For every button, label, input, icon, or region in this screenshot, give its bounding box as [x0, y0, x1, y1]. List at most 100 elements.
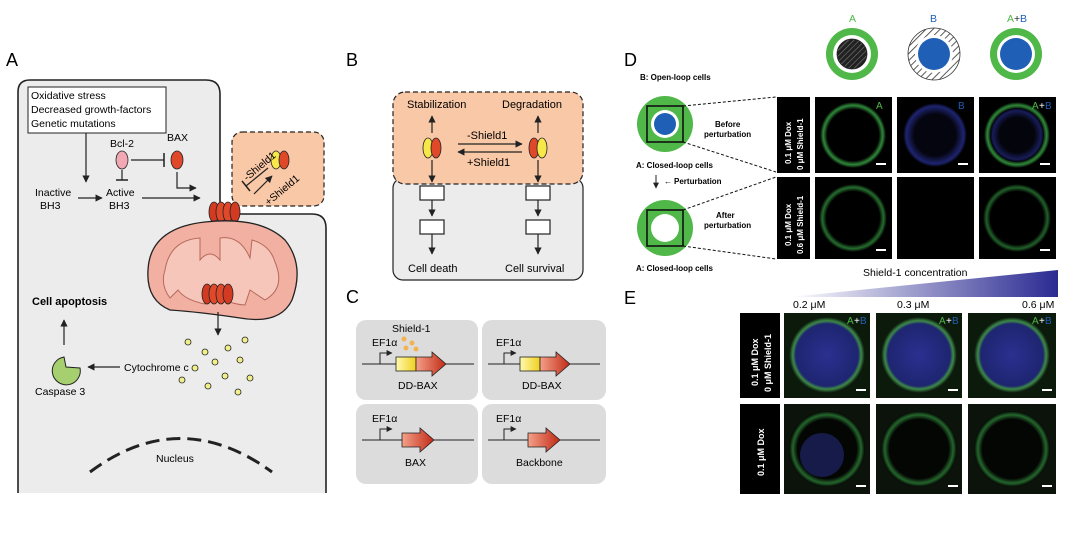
b-degradation: Degradation: [502, 99, 562, 111]
e-row1-shield: 0 μM Shield-1: [763, 334, 773, 392]
cytochrome-dots: [178, 336, 254, 396]
c-bax: BAX: [405, 457, 426, 469]
d-header-b-label: B: [930, 13, 937, 25]
d-img-r2-ab: [979, 177, 1056, 259]
d-header-ab-a: A: [1007, 13, 1014, 25]
d-img-r1-ab-plus: +: [1039, 101, 1045, 112]
stress-box: Oxidative stress Decreased growth-factor…: [27, 86, 167, 134]
nucleus-membrane: [89, 437, 273, 474]
stress-line-3: Genetic mutations: [31, 118, 116, 130]
e-img-r1-c2-plus: +: [946, 316, 952, 327]
d-img-r1-a-tag: A: [876, 101, 883, 112]
panel-label-a: A: [6, 50, 18, 70]
d-img-r1-ab-b: B: [1045, 101, 1052, 112]
e-gradient-title: Shield-1 concentration: [863, 267, 968, 279]
e-row1-dox: 0.1 μM Dox: [750, 338, 760, 386]
b-protein-right: [528, 137, 548, 159]
b-minus-shield: -Shield1: [467, 130, 507, 142]
b-cell-survival: Cell survival: [505, 263, 564, 275]
d-header-ab-b: B: [1020, 13, 1027, 25]
d-img-r2-a: [815, 177, 892, 259]
d-cell-after: [637, 200, 693, 256]
d-cell-before: [637, 96, 693, 152]
active-bh3-1: Active: [106, 187, 135, 199]
c-promoter-3: EF1α: [372, 413, 397, 425]
e-img-r1-c1: A + B: [784, 313, 870, 398]
e-img-r1-c1-a: A: [847, 316, 854, 327]
d-perturbation: Perturbation: [674, 177, 722, 186]
bax-pore-top: [208, 201, 241, 223]
d-row2-dox: 0.1 μM Dox: [784, 203, 793, 246]
bcl2-protein: [115, 150, 129, 170]
d-header-ab-plus: +: [1014, 13, 1020, 25]
caspase-label: Caspase 3: [35, 386, 85, 398]
panel-label-b: B: [346, 50, 358, 70]
caspase-icon: [51, 356, 81, 386]
d-before-2: perturbation: [704, 130, 751, 139]
c-backbone: Backbone: [516, 457, 563, 469]
d-row2-shield: 0.6 μM Shield-1: [796, 195, 805, 254]
d-row1-shield: 0 μM Shield-1: [796, 118, 805, 170]
d-closed-loop-2: A: Closed-loop cells: [636, 264, 713, 273]
c-promoter-4: EF1α: [496, 413, 521, 425]
c-dd-bax-2: DD-BAX: [522, 380, 562, 392]
d-img-r1-b-tag: B: [958, 101, 965, 112]
active-bh3-2: BH3: [109, 200, 130, 212]
e-conc-2: 0.6 μM: [1022, 299, 1054, 311]
d-row1-label: 0.1 μM Dox 0 μM Shield-1: [777, 97, 810, 173]
c-dd-bax-1: DD-BAX: [398, 380, 438, 392]
panel-label-d: D: [624, 50, 637, 70]
bax-protein: [170, 150, 184, 170]
d-closed-loop-1: A: Closed-loop cells: [636, 161, 713, 170]
d-img-r2-b: [897, 177, 974, 259]
construct-dd-bax: EF1α DD-BAX: [482, 320, 606, 400]
cell-apoptosis-label: Cell apoptosis: [32, 296, 107, 308]
b-protein-left: [422, 137, 442, 159]
e-img-r2-c1: [784, 404, 870, 494]
d-header-ab: A + B: [990, 13, 1042, 80]
d-header-a: A: [826, 13, 878, 80]
inactive-bh3-1: Inactive: [35, 187, 71, 199]
c-promoter-2: EF1α: [496, 337, 521, 349]
e-img-r1-c3: A + B: [968, 313, 1056, 398]
e-img-r1-c3-plus: +: [1039, 316, 1045, 327]
construct-bax: EF1α BAX: [356, 404, 478, 484]
e-gradient-wedge: [790, 270, 1058, 297]
stress-line-2: Decreased growth-factors: [31, 104, 151, 116]
e-img-r1-c2: A + B: [876, 313, 962, 398]
d-row1-dox: 0.1 μM Dox: [784, 121, 793, 164]
e-img-r2-c2: [876, 404, 962, 494]
bax-to-pore-arrow: [176, 172, 197, 192]
b-cell-death: Cell death: [408, 263, 458, 275]
b-stabilization: Stabilization: [407, 99, 466, 111]
d-after-1: After: [716, 211, 735, 220]
nucleus-label: Nucleus: [156, 453, 194, 465]
e-img-r1-c2-b: B: [952, 316, 959, 327]
d-img-r1-a: A: [815, 97, 892, 173]
d-header-a-label: A: [849, 13, 856, 25]
e-img-r1-c3-a: A: [1032, 316, 1039, 327]
d-img-r1-b: B: [897, 97, 974, 173]
d-header-b: B: [907, 13, 961, 81]
cytochrome-label: Cytochrome c: [124, 362, 189, 374]
d-before-1: Before: [715, 120, 741, 129]
c-shield-label: Shield-1: [392, 323, 431, 335]
e-conc-1: 0.3 μM: [897, 299, 929, 311]
e-row2-dox: 0.1 μM Dox: [756, 428, 766, 476]
c-promoter-1: EF1α: [372, 337, 397, 349]
construct-dd-bax-shield: Shield-1 EF1α DD-BAX: [356, 320, 478, 400]
e-img-r1-c1-plus: +: [854, 316, 860, 327]
b-flow-left: [419, 160, 445, 255]
e-img-r1-c2-a: A: [939, 316, 946, 327]
d-zoom-lines: [682, 96, 777, 260]
construct-backbone: EF1α Backbone: [482, 404, 606, 484]
panel-label-c: C: [346, 287, 359, 307]
d-perturb-dash: ←: [664, 177, 672, 186]
inactive-bh3-2: BH3: [40, 200, 61, 212]
bax-pore-bottom: [201, 283, 234, 305]
dd-inset-box: -Shield1 +Shield1: [231, 131, 325, 208]
b-flow-right: [525, 160, 551, 255]
e-img-r1-c3-b: B: [1045, 316, 1052, 327]
mitochondrion: [147, 220, 298, 321]
